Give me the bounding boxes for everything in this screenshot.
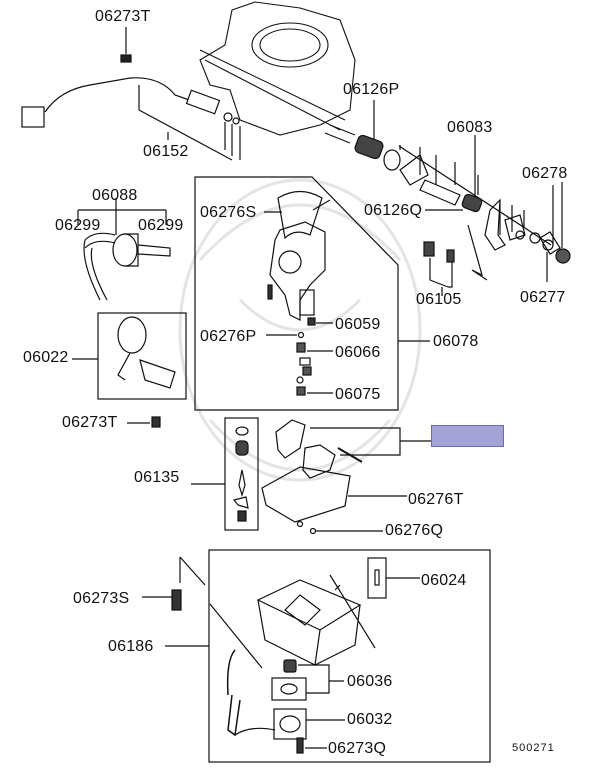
label-06075[interactable]: 06075 bbox=[335, 386, 381, 403]
label-06036[interactable]: 06036 bbox=[347, 673, 393, 690]
diagram-code: 500271 bbox=[512, 742, 555, 754]
label-06024[interactable]: 06024 bbox=[421, 572, 467, 589]
part-06022 bbox=[117, 316, 176, 389]
label-06105[interactable]: 06105 bbox=[416, 291, 462, 308]
label-06022[interactable]: 06022 bbox=[23, 349, 69, 366]
label-06186[interactable]: 06186 bbox=[108, 638, 154, 655]
label-06273S[interactable]: 06273S bbox=[73, 590, 130, 607]
box-06135 bbox=[224, 417, 259, 531]
label-06135[interactable]: 06135 bbox=[134, 469, 180, 486]
label-06126Q[interactable]: 06126Q bbox=[364, 202, 423, 219]
label-06078[interactable]: 06078 bbox=[433, 333, 479, 350]
label-06276Q[interactable]: 06276Q bbox=[385, 522, 444, 539]
throttle-body bbox=[199, 1, 356, 144]
label-06032[interactable]: 06032 bbox=[347, 711, 393, 728]
label-06299-right[interactable]: 06299 bbox=[138, 217, 184, 234]
label-06277[interactable]: 06277 bbox=[520, 289, 566, 306]
label-06276T[interactable]: 06276T bbox=[408, 491, 464, 508]
label-06152[interactable]: 06152 bbox=[143, 143, 189, 160]
highlighted-part-box[interactable] bbox=[431, 425, 504, 447]
label-06059[interactable]: 06059 bbox=[335, 316, 381, 333]
box-06186 bbox=[208, 549, 491, 763]
filter-06088 bbox=[77, 198, 171, 301]
label-06299-left[interactable]: 06299 bbox=[55, 217, 101, 234]
part-06276S bbox=[264, 190, 331, 240]
label-06273Q[interactable]: 06273Q bbox=[328, 740, 387, 757]
watermark bbox=[178, 178, 422, 482]
sensor-harness bbox=[21, 77, 241, 161]
box-06024 bbox=[367, 557, 387, 599]
label-06083[interactable]: 06083 bbox=[447, 119, 493, 136]
label-06278[interactable]: 06278 bbox=[522, 165, 568, 182]
label-06276S[interactable]: 06276S bbox=[200, 204, 257, 221]
box-06022 bbox=[97, 312, 187, 400]
label-06066[interactable]: 06066 bbox=[335, 344, 381, 361]
label-06088[interactable]: 06088 bbox=[92, 187, 138, 204]
label-06273T-top[interactable]: 06273T bbox=[95, 8, 151, 25]
label-06273T-mid[interactable]: 06273T bbox=[62, 414, 118, 431]
part-06078-assembly bbox=[266, 221, 333, 396]
label-06276P[interactable]: 06276P bbox=[200, 328, 257, 345]
part-carburetor-body bbox=[256, 579, 362, 666]
label-06126P[interactable]: 06126P bbox=[343, 81, 400, 98]
box-06078 bbox=[194, 176, 399, 411]
